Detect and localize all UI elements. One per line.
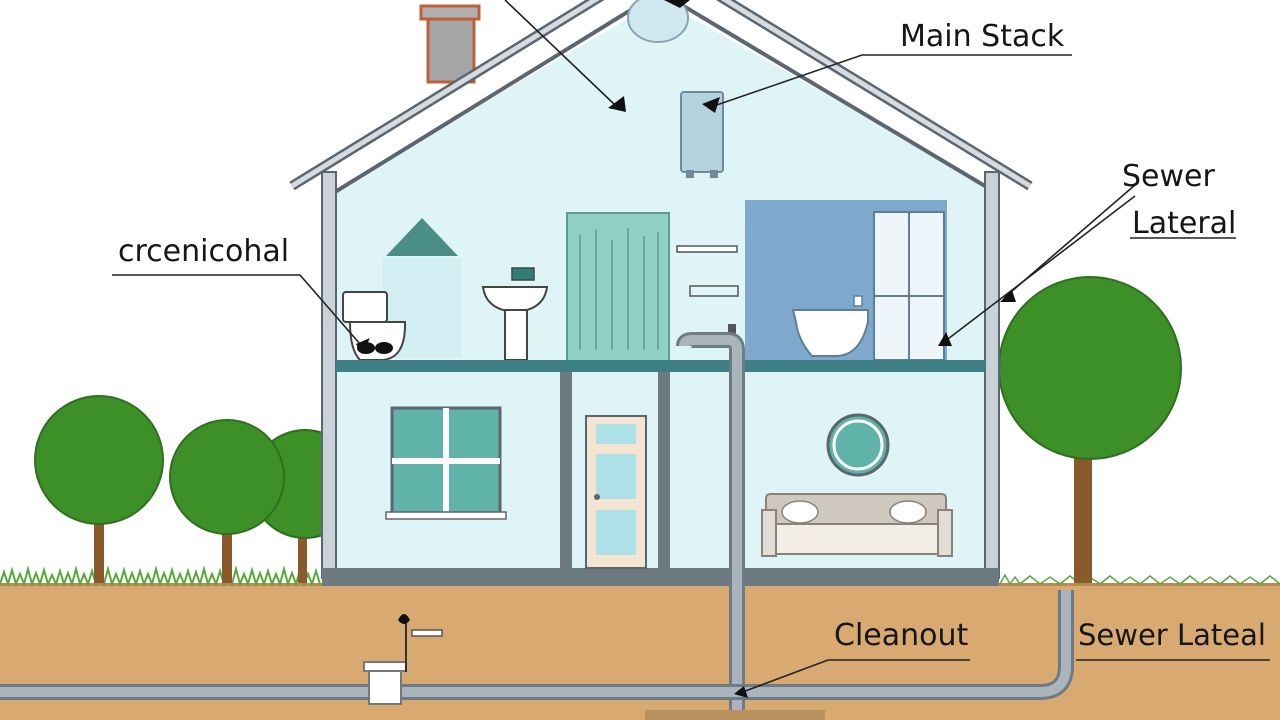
sewer-lateral-pipe: [0, 590, 1074, 700]
sofa: [761, 493, 953, 557]
attic-water-tank: [680, 91, 724, 178]
porthole-window: [826, 413, 890, 477]
wall-left: [321, 171, 337, 579]
leader-lines: [112, 0, 1270, 694]
grass: [0, 565, 1280, 588]
hallway-door: [585, 415, 647, 569]
foundation: [322, 568, 999, 586]
tree-right: [998, 276, 1182, 583]
upper-floor-slab: [336, 360, 985, 372]
label-main-stack: Main Stack: [900, 19, 1065, 54]
stack-base: [645, 710, 825, 720]
cleanout-fitting: [363, 620, 443, 705]
pointer-arrowheads: [356, 0, 1016, 698]
wall-right: [984, 171, 1000, 579]
label-sewer-lateral-line2: Lateral: [1132, 206, 1236, 241]
tree-left-1: [34, 395, 164, 583]
roof: [289, 0, 1033, 194]
bathroom-door: [873, 211, 945, 361]
sink: [481, 267, 549, 361]
main-stack-pipe: [676, 332, 745, 720]
chimney: [419, 4, 481, 84]
toilet-marker: [357, 342, 393, 354]
bathtub: [791, 295, 869, 357]
living-room-window: [385, 406, 507, 520]
partition-1: [560, 372, 572, 570]
wall-shelf: [676, 245, 739, 336]
shower: [566, 212, 670, 362]
attic-vent: [627, 0, 689, 43]
tree-left-2: [169, 419, 285, 583]
partition-2: [658, 372, 670, 570]
label-sewer-lateral-line1: Sewer: [1122, 159, 1215, 194]
label-garbled-left: crcenicohal: [118, 234, 289, 269]
label-sewer-lateal: Sewer Lateal: [1078, 618, 1266, 652]
label-cleanout: Cleanout: [834, 618, 969, 653]
